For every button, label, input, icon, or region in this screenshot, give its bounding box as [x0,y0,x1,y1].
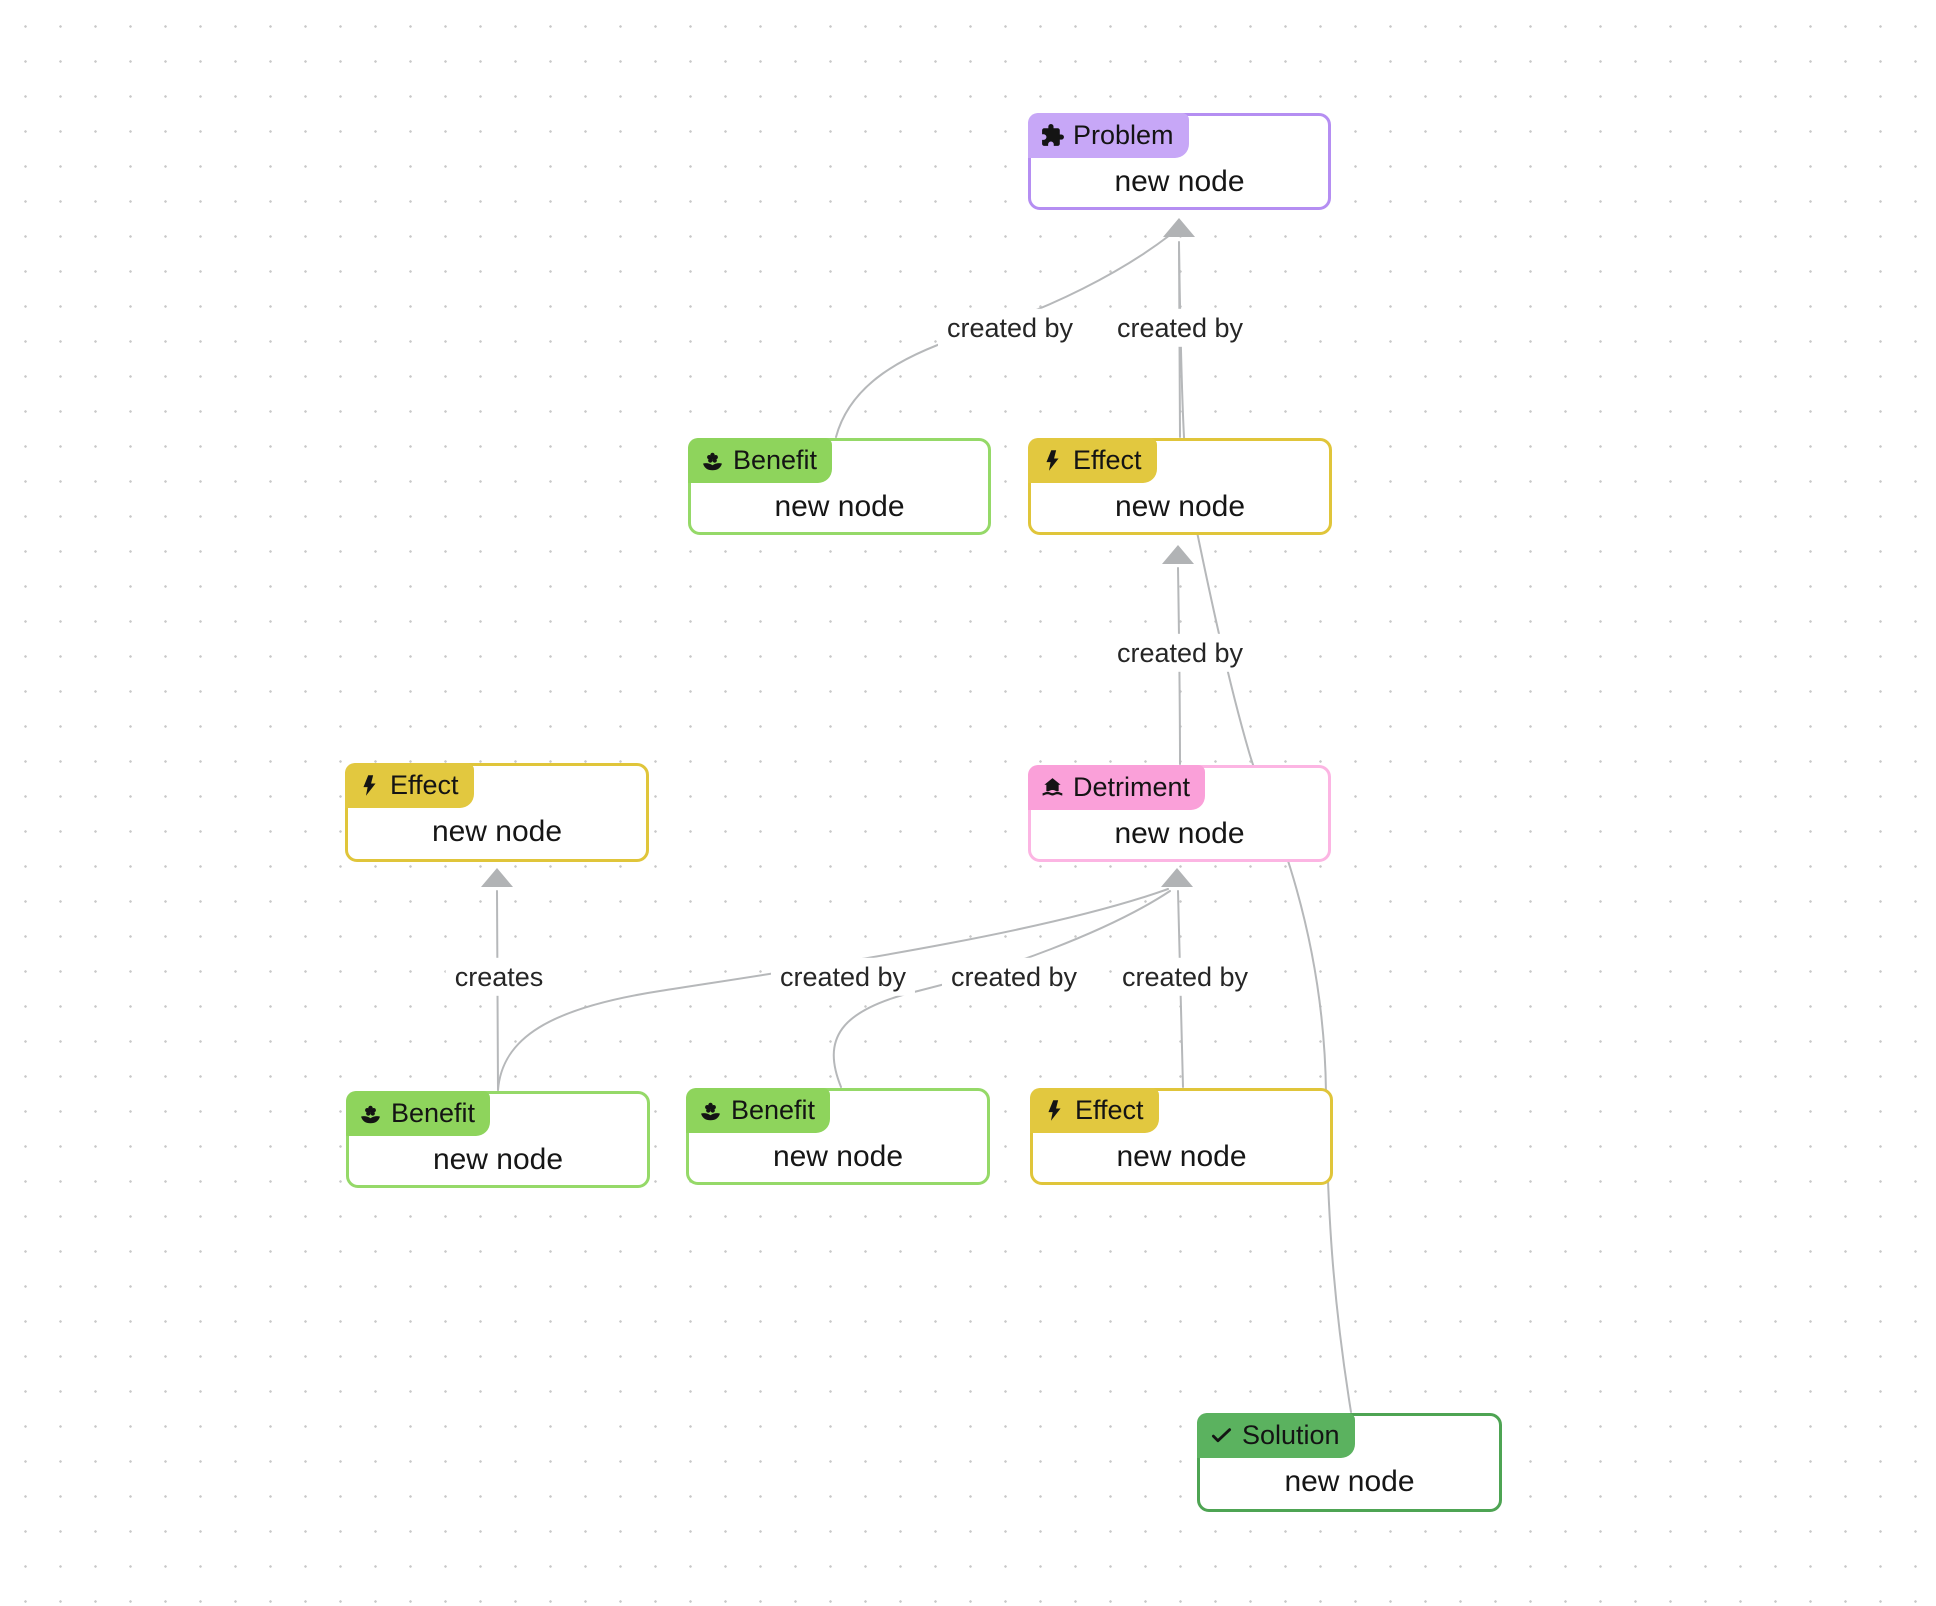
node-type-badge: Detriment [1028,765,1206,810]
edge-label[interactable]: created by [941,957,1087,997]
node-type-label: Effect [390,770,459,800]
node-type-badge: Solution [1197,1413,1355,1458]
node-benefit-2[interactable]: Benefit new node [346,1091,650,1188]
node-problem-1[interactable]: Problem new node [1028,113,1331,210]
node-benefit-3[interactable]: Benefit new node [686,1088,990,1185]
edge-benefit-3-to-detriment-1[interactable] [832,890,1171,1088]
node-effect-1[interactable]: Effect new node [1028,438,1332,535]
edge-arrowhead [1161,868,1193,887]
edge-label[interactable]: created by [937,308,1083,348]
bolt-icon [1042,1098,1067,1123]
edge-label[interactable]: created by [770,957,916,997]
node-type-label: Effect [1073,445,1142,475]
node-type-badge: Benefit [688,438,833,483]
node-type-badge: Effect [1028,438,1157,483]
node-detriment-1[interactable]: Detriment new node [1028,765,1331,862]
edge-label[interactable]: created by [1107,308,1253,348]
node-type-badge: Effect [1030,1088,1159,1133]
node-title[interactable]: new node [1114,489,1246,523]
edge-label[interactable]: created by [1112,957,1258,997]
edge-benefit-2-to-detriment-1[interactable] [497,888,1169,1091]
node-title[interactable]: new node [431,814,563,848]
node-type-badge: Benefit [346,1091,491,1136]
node-title[interactable]: new node [1116,1139,1247,1173]
node-type-badge: Benefit [686,1088,831,1133]
node-type-label: Solution [1242,1420,1340,1450]
node-effect-3[interactable]: Effect new node [1030,1088,1333,1185]
edge-arrowhead [1163,218,1195,237]
node-type-label: Problem [1073,120,1174,150]
node-title[interactable]: new node [1114,816,1245,850]
flood-icon [1040,775,1065,800]
bolt-icon [357,773,382,798]
node-type-label: Benefit [733,445,818,475]
bolt-icon [1040,448,1065,473]
node-type-label: Benefit [391,1098,476,1128]
edge-arrowhead [481,868,513,887]
node-type-label: Detriment [1073,772,1191,802]
node-type-badge: Problem [1028,113,1189,158]
node-effect-2[interactable]: Effect new node [345,763,649,862]
edge-arrowhead [1162,545,1194,564]
check-icon [1209,1423,1234,1448]
flower-icon [358,1101,383,1126]
node-type-badge: Effect [345,763,474,808]
node-title[interactable]: new node [432,1142,564,1176]
node-title[interactable]: new node [1284,1464,1415,1498]
puzzle-icon [1040,123,1065,148]
node-solution-1[interactable]: Solution new node [1197,1413,1502,1512]
node-benefit-1[interactable]: Benefit new node [688,438,991,535]
edge-label[interactable]: created by [1107,633,1253,673]
node-type-label: Effect [1075,1095,1144,1125]
edge-label[interactable]: creates [445,957,553,997]
node-type-label: Benefit [731,1095,816,1125]
flower-icon [700,448,725,473]
node-title[interactable]: new node [774,489,905,523]
node-title[interactable]: new node [1114,164,1245,198]
flower-icon [698,1098,723,1123]
node-title[interactable]: new node [772,1139,904,1173]
